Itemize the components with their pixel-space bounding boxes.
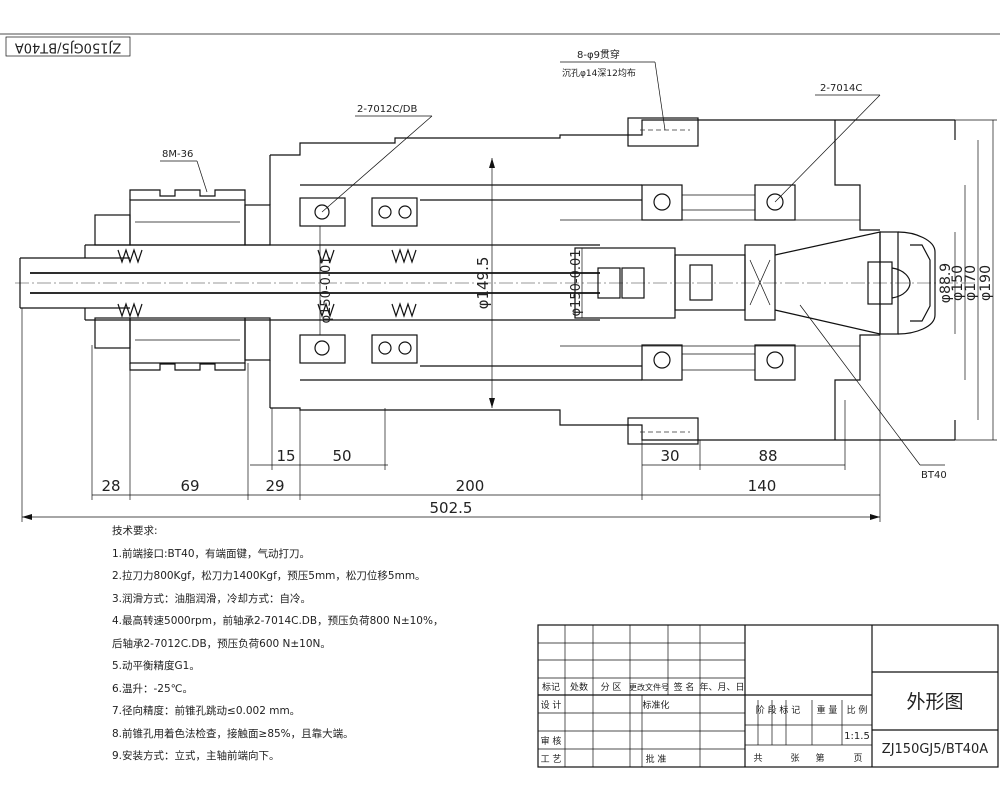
dim-502-5: 502.5 <box>430 499 473 517</box>
leader-labels: 8-φ9贯穿 沉孔φ14深12均布 2-7014C 2-7012C/DB 8M-… <box>160 48 947 481</box>
diameter-150-mid: φ150-0.01 <box>569 249 584 316</box>
title-block: 标记 处数 分 区 更改文件号 签 名 年、月、日 设 计 标准化 审 核 工 … <box>537 624 999 768</box>
drawbar-assembly <box>574 244 776 321</box>
technical-requirements: 技术要求: 1.前端接口:BT40，有端面键，气动打刀。 2.拉刀力800Kgf… <box>112 520 532 768</box>
tb-col-count: 处数 <box>570 681 588 693</box>
tb-sheet-no: 第 <box>815 752 824 764</box>
front-bearing-bottom <box>641 344 796 381</box>
dim-50: 50 <box>332 447 351 465</box>
note-item: 2.拉刀力800Kgf，松刀力1400Kgf，预压5mm，松刀位移5mm。 <box>112 570 426 582</box>
tb-process: 工 艺 <box>541 754 562 765</box>
bolt-counterbore-label: 沉孔φ14深12均布 <box>562 67 636 79</box>
dim-200: 200 <box>456 477 485 495</box>
rear-shaft <box>19 244 600 321</box>
front-bearing-top <box>641 184 796 221</box>
tb-sheets: 张 <box>790 753 799 764</box>
tb-review: 审 核 <box>541 735 562 747</box>
nut-label: 8M-36 <box>162 149 193 160</box>
note-item: 后轴承2-7012C.DB，预压负荷600 N±10N。 <box>112 637 331 650</box>
tb-col-mark: 标记 <box>542 681 560 693</box>
tb-drawing-number: ZJ150GJ5/BT40A <box>882 742 989 757</box>
tb-scale-label: 比 例 <box>847 704 868 716</box>
bt40-label: BT40 <box>921 470 947 481</box>
notes-heading: 技术要求: <box>112 525 158 537</box>
rear-bearing-bottom <box>299 334 418 364</box>
diameter-170: φ170 <box>963 265 979 301</box>
tb-standardize: 标准化 <box>642 699 669 711</box>
tb-weight: 重 量 <box>817 704 838 716</box>
front-bearing-label: 2-7014C <box>820 83 862 94</box>
spindle-assembly <box>15 117 975 445</box>
note-item: 8.前锥孔用着色法检查，接触面≥85%，且靠大端。 <box>112 727 354 740</box>
dim-88: 88 <box>758 447 777 465</box>
diameter-150-left: φ150-0.01 <box>319 256 334 323</box>
rear-bearing-top <box>299 197 418 227</box>
dim-69: 69 <box>180 477 199 495</box>
drawing-stamp: ZJ150GJ5/BT40A <box>5 36 131 57</box>
diameter-149-5: φ149.5 <box>474 257 492 310</box>
tb-col-date: 年、月、日 <box>699 681 744 693</box>
note-item: 5.动平衡精度G1。 <box>112 660 200 672</box>
tb-col-change-doc: 更改文件号 <box>629 682 669 692</box>
tb-col-sign: 签 名 <box>674 681 695 693</box>
dim-15: 15 <box>276 447 295 465</box>
tb-col-zone: 分 区 <box>601 682 622 693</box>
dim-29: 29 <box>265 477 284 495</box>
note-item: 9.安装方式：立式，主轴前端向下。 <box>112 750 280 762</box>
note-item: 1.前端接口:BT40，有端面键，气动打刀。 <box>112 547 311 560</box>
rear-bearing-label: 2-7012C/DB <box>357 104 417 115</box>
note-item: 7.径向精度：前锥孔跳动≤0.002 mm。 <box>112 705 301 717</box>
bolt-holes-label: 8-φ9贯穿 <box>577 48 620 61</box>
disc-springs <box>117 248 417 318</box>
drawing-stamp-text: ZJ150GJ5/BT40A <box>15 40 122 55</box>
note-item: 4.最高转速5000rpm，前轴承2-7014C.DB，预压负荷800 N±10… <box>112 615 444 627</box>
diameter-88-9: φ88.9 <box>938 263 954 303</box>
diameter-150-right: φ150 <box>950 265 966 301</box>
tb-stage-mark: 阶 段 标 记 <box>756 704 801 716</box>
tb-drawing-name: 外形图 <box>906 691 963 713</box>
bt40-tool-holder <box>774 231 936 335</box>
tb-approve: 批 准 <box>646 753 667 765</box>
linear-dimensions: 15 50 30 88 28 69 29 200 140 502.5 <box>21 308 881 522</box>
tb-scale-value: 1:1.5 <box>844 731 870 742</box>
diameter-190: φ190 <box>978 265 994 301</box>
dim-28: 28 <box>101 477 120 495</box>
tb-page: 页 <box>853 753 862 764</box>
dim-140: 140 <box>748 477 777 495</box>
note-item: 6.温升：-25℃。 <box>112 682 193 695</box>
tb-design: 设 计 <box>541 699 562 711</box>
rear-nut <box>129 189 246 371</box>
tb-total: 共 <box>753 753 762 764</box>
diameter-dimensions: φ150-0.01 φ149.5 φ150-0.01 φ88.9 φ150 φ1… <box>319 119 997 441</box>
note-item: 3.润滑方式：油脂润滑，冷却方式：自冷。 <box>112 592 312 605</box>
dim-30: 30 <box>660 447 679 465</box>
